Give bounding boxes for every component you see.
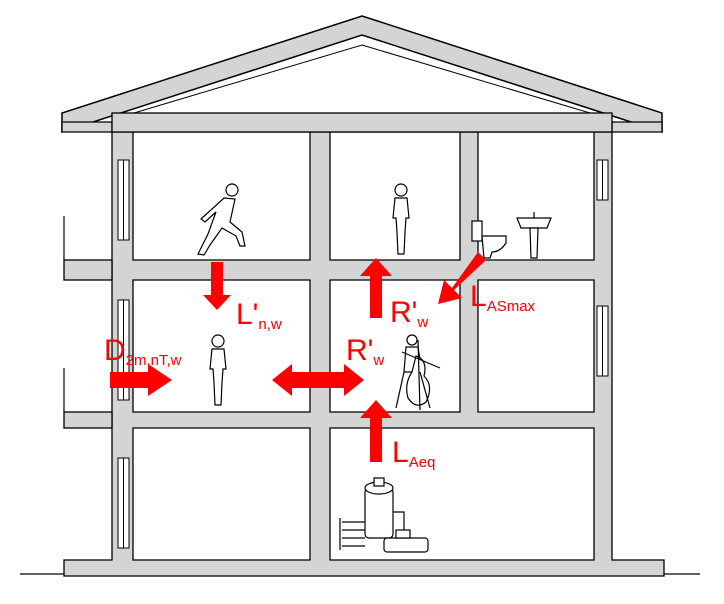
label-service-max: LASmax bbox=[470, 280, 536, 315]
arrow-horizontal-double bbox=[272, 364, 364, 396]
arrow-impact-down bbox=[203, 262, 231, 310]
arrow-floor-up-lower bbox=[360, 400, 392, 462]
label-airborne-vertical-sub: w bbox=[416, 314, 428, 331]
label-airborne-vertical-main: R' bbox=[390, 296, 417, 329]
window-left-3 bbox=[117, 457, 130, 549]
toilet-icon bbox=[471, 220, 507, 259]
label-facade-main: D bbox=[104, 334, 126, 367]
label-airborne-horizontal: R'w bbox=[346, 334, 384, 369]
label-service-max-sub: ASmax bbox=[487, 298, 536, 315]
label-airborne-horizontal-sub: w bbox=[372, 352, 384, 369]
label-facade-sub: 2m,nT,w bbox=[126, 352, 182, 369]
label-service-eq: LAeq bbox=[392, 436, 435, 471]
window-left-1 bbox=[117, 159, 130, 241]
standing-person-icon bbox=[392, 183, 410, 255]
label-service-eq-sub: Aeq bbox=[409, 454, 436, 471]
svg-text:L'n,w: L'n,w bbox=[236, 298, 282, 333]
label-airborne-vertical: R'w bbox=[390, 296, 428, 331]
balcony-slab-lower bbox=[63, 411, 113, 429]
label-impact: L'n,w bbox=[236, 298, 282, 333]
cellist-icon bbox=[395, 334, 441, 411]
label-impact-sub: n,w bbox=[258, 316, 282, 333]
standing-person-icon bbox=[209, 334, 227, 406]
label-service-max-main: L bbox=[470, 280, 487, 313]
label-impact-main: L' bbox=[236, 298, 258, 331]
window-right-2 bbox=[596, 305, 609, 377]
balcony-slab-upper bbox=[63, 259, 113, 281]
arrow-service-diagonal bbox=[438, 252, 486, 304]
window-right-1 bbox=[596, 159, 609, 201]
washbasin-icon bbox=[516, 212, 552, 259]
svg-text:R'w: R'w bbox=[346, 334, 384, 369]
svg-text:R'w: R'w bbox=[390, 296, 428, 331]
arrow-floor-up-upper bbox=[360, 258, 392, 318]
svg-text:D2m,nT,w: D2m,nT,w bbox=[104, 334, 182, 369]
label-facade: D2m,nT,w bbox=[104, 334, 182, 369]
walking-person-icon bbox=[197, 183, 246, 256]
label-airborne-horizontal-main: R' bbox=[346, 334, 373, 367]
arrow-facade bbox=[110, 364, 172, 396]
boiler-icon bbox=[339, 477, 429, 553]
svg-text:LAeq: LAeq bbox=[392, 436, 435, 471]
roof-beam bbox=[111, 112, 613, 133]
label-service-eq-main: L bbox=[392, 436, 409, 469]
svg-text:LASmax: LASmax bbox=[470, 280, 536, 315]
